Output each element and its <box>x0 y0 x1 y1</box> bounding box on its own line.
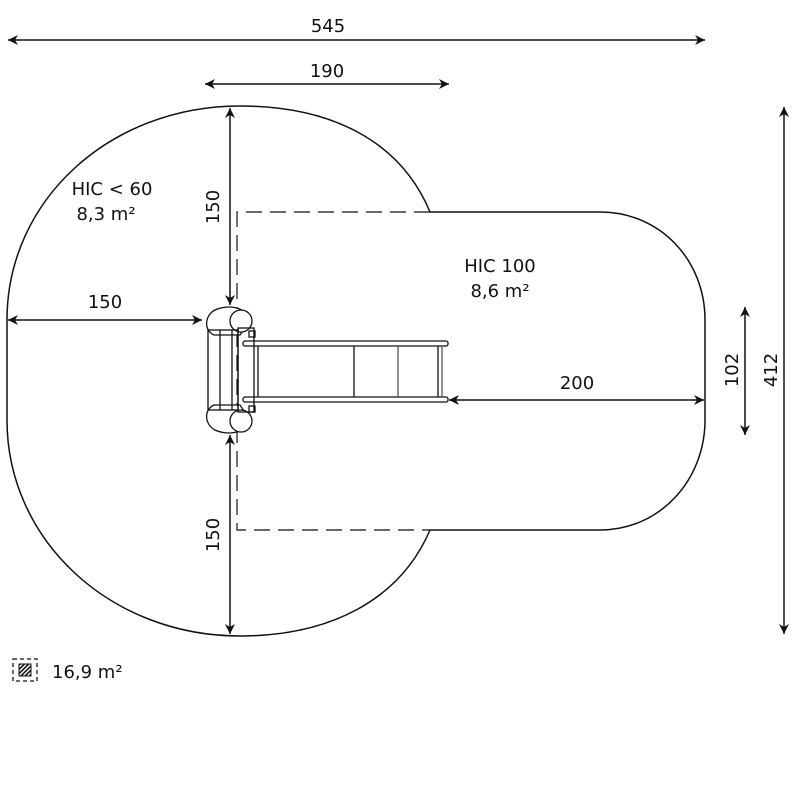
dim-left-depth: 150 <box>88 292 122 313</box>
dim-bottom-depth: 150 <box>203 518 224 552</box>
hic60-area: 8,3 m² <box>76 204 135 225</box>
dim-total-width: 545 <box>311 16 345 37</box>
dim-slide-exit: 200 <box>560 373 594 394</box>
hic100-area: 8,6 m² <box>470 281 529 302</box>
total-area: 16,9 m² <box>52 662 123 683</box>
hic100-label: HIC 100 <box>464 256 536 277</box>
hic100-zone-boundary <box>236 211 430 531</box>
safety-zone-outline <box>6 105 706 637</box>
dim-equipment-width: 190 <box>310 61 344 82</box>
dim-total-height: 412 <box>761 353 782 387</box>
hic60-label: HIC < 60 <box>72 179 153 200</box>
slide-equipment <box>205 306 449 434</box>
dim-top-depth: 150 <box>203 190 224 224</box>
hatched-area-icon <box>12 658 38 682</box>
dim-slide-width: 102 <box>722 353 743 387</box>
